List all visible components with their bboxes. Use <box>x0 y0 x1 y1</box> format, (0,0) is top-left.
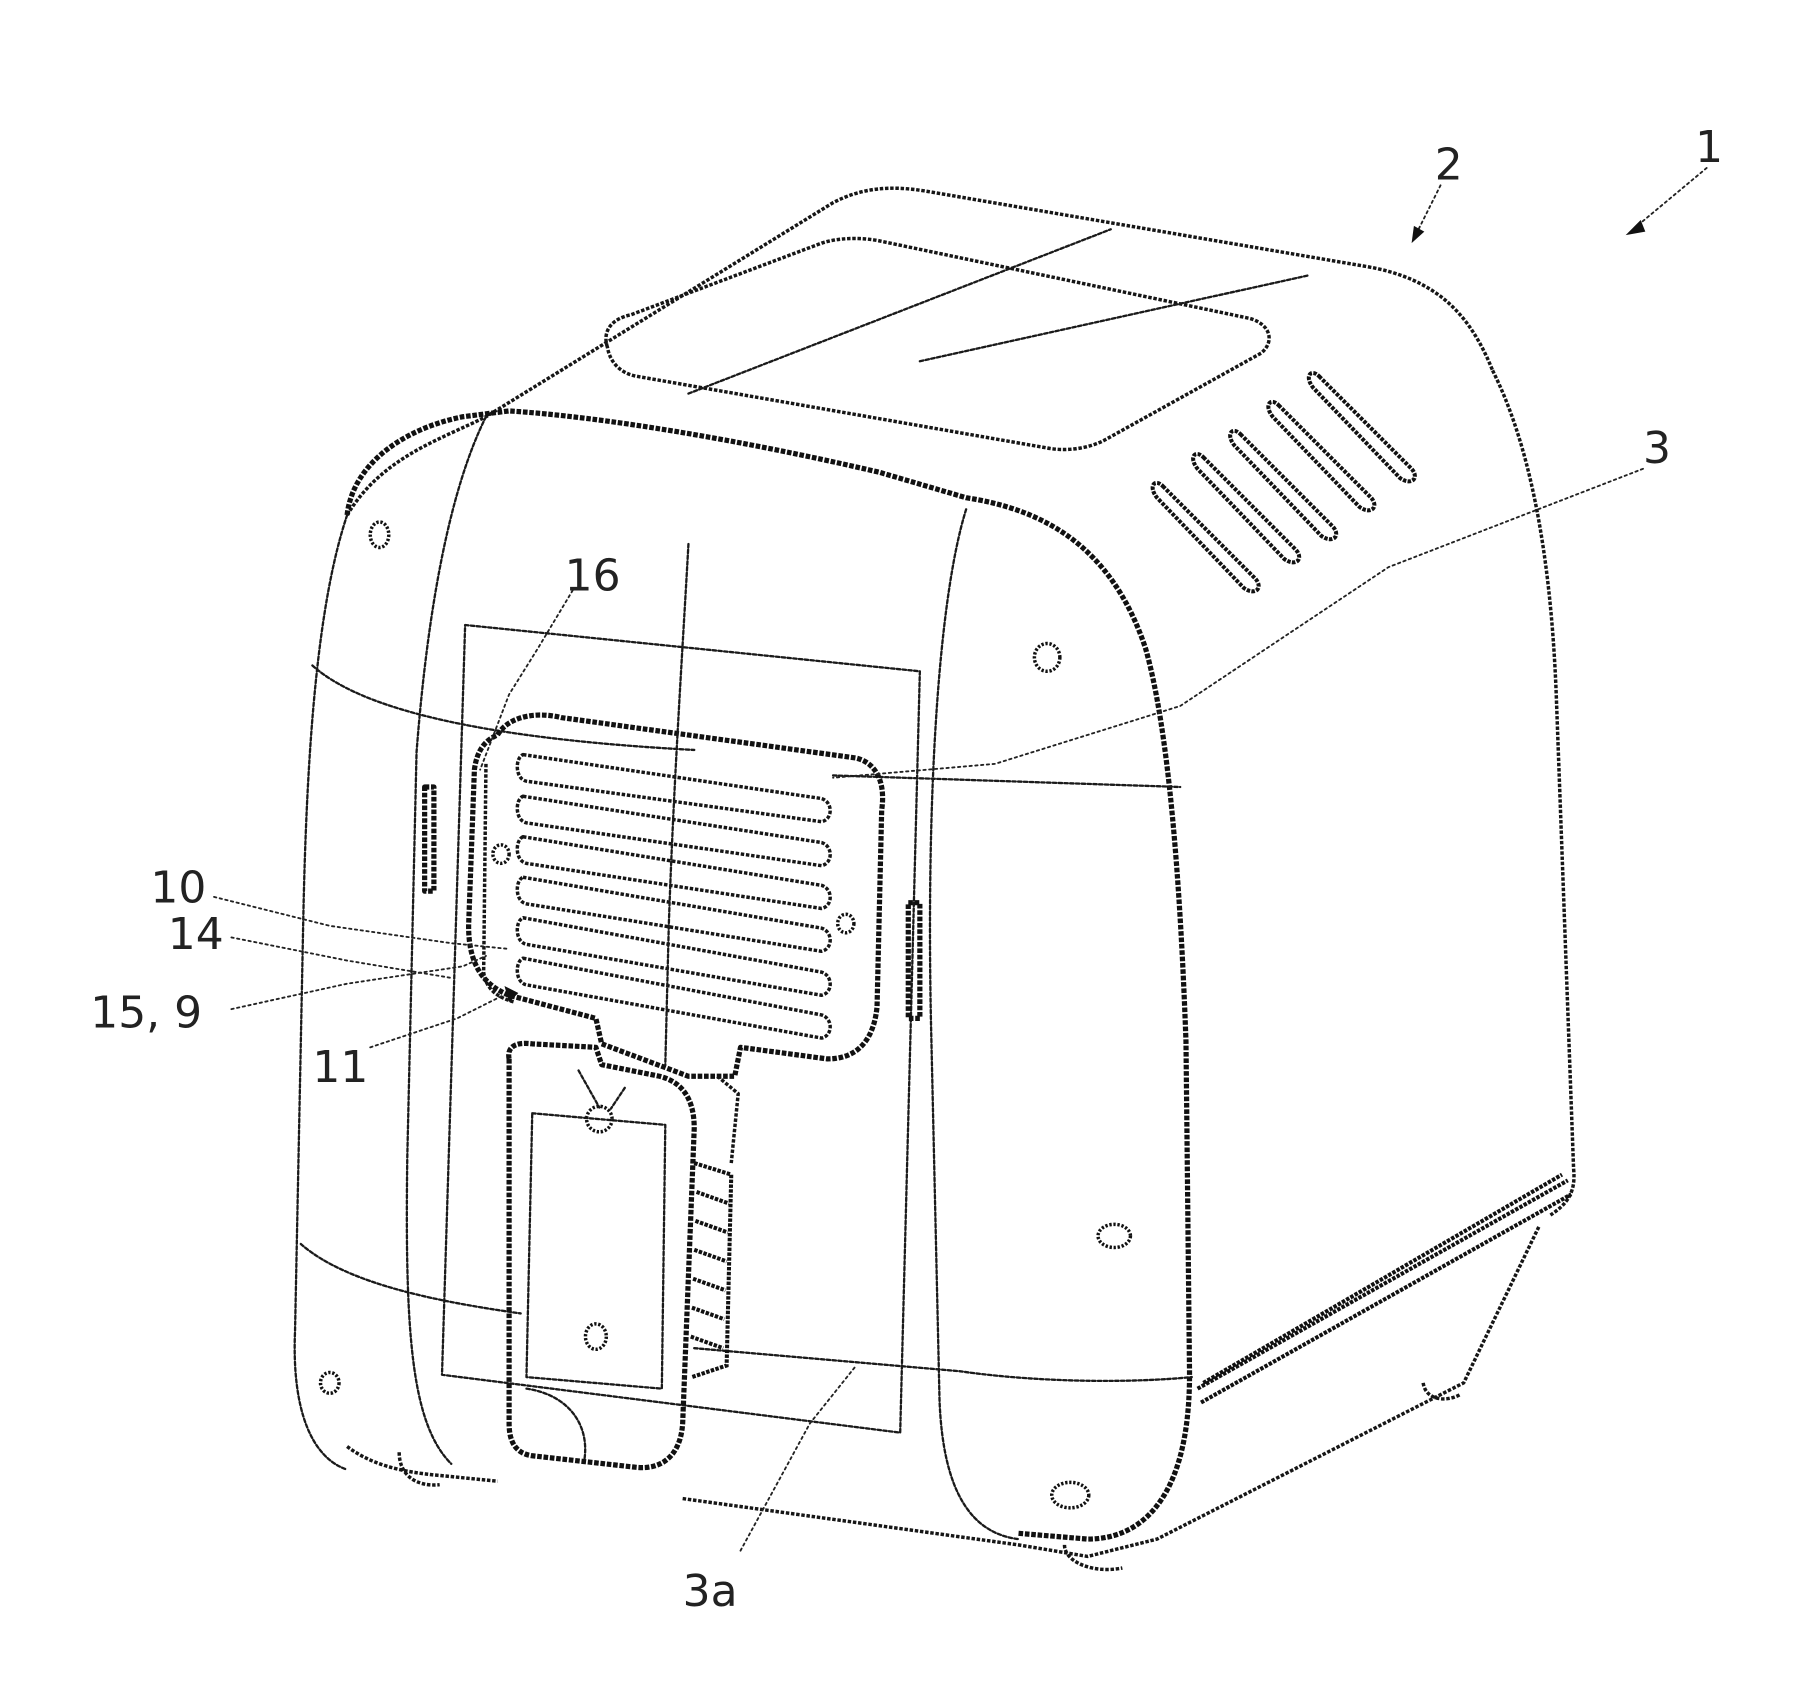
reference-labels: 1 2 3 16 10 14 15, 9 11 3a <box>90 122 1723 1617</box>
label-10: 10 <box>150 863 206 914</box>
leader-lines <box>213 167 1708 1552</box>
label-1: 1 <box>1695 122 1723 173</box>
label-11: 11 <box>312 1042 368 1093</box>
handle-grille-plate <box>422 542 923 1079</box>
arrow-2-icon <box>1411 225 1425 244</box>
handle <box>506 1040 740 1471</box>
housing-outline <box>293 186 1576 1572</box>
label-15-9: 15, 9 <box>90 988 202 1039</box>
front-panel <box>440 623 922 1434</box>
arrow-1-icon <box>1625 220 1646 236</box>
label-14: 14 <box>168 909 224 960</box>
label-16: 16 <box>565 550 621 601</box>
label-2: 2 <box>1435 140 1463 191</box>
side-vent <box>1150 370 1417 594</box>
screw-holes <box>318 520 1133 1510</box>
label-3a: 3a <box>683 1566 738 1617</box>
label-3: 3 <box>1643 423 1671 474</box>
